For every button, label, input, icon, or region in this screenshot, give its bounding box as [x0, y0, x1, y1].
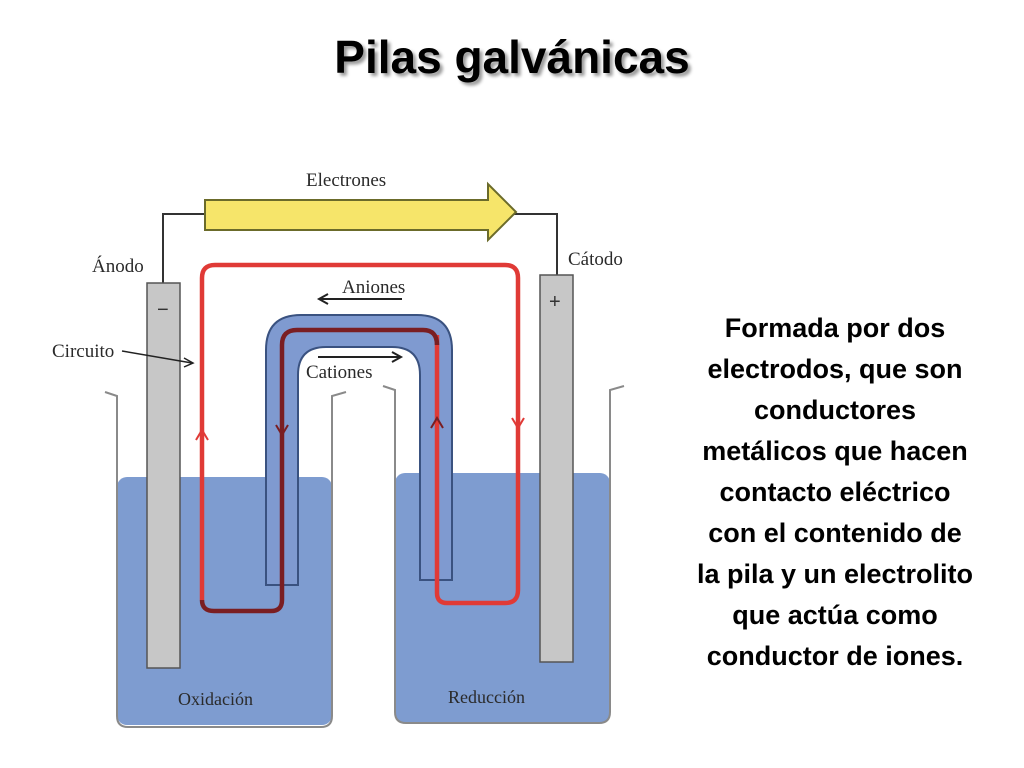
cathode-label: Cátodo: [568, 249, 623, 270]
description-line: conductor de iones.: [706, 641, 964, 671]
description-line: metálicos que hacen: [702, 436, 968, 466]
description-line: con el contenido de: [708, 518, 962, 548]
oxidation-label: Oxidación: [178, 689, 253, 709]
description-line: la pila y un electrolito: [696, 559, 974, 589]
cathode-electrode: +: [539, 274, 574, 663]
description-line: que actúa como: [732, 600, 938, 630]
description-line: contacto eléctrico: [719, 477, 951, 507]
description-line: Formada por dos: [724, 313, 946, 343]
charge-circuit-dark: [199, 327, 440, 614]
anions-label: Aniones: [342, 277, 405, 298]
cations-label: Cationes: [306, 362, 373, 383]
up-chevron-bridge: [430, 416, 444, 429]
minus-sign: −: [157, 299, 169, 321]
salt-bridge: [265, 314, 453, 586]
description-text: Formada por dos electrodos, que son cond…: [655, 308, 1015, 677]
charge-circuit-red: [199, 262, 521, 606]
circuit-label: Circuito: [52, 341, 114, 362]
left-beaker: [104, 391, 347, 728]
electrons-label: Electrones: [306, 170, 386, 191]
anode-electrode: −: [146, 282, 181, 669]
plus-sign: +: [549, 291, 561, 313]
up-chevron-left: [195, 428, 209, 441]
down-chevron-bridge: [275, 424, 289, 437]
reduction-label: Reducción: [448, 687, 525, 707]
description-line: electrodos, que son: [707, 354, 963, 384]
page-title: Pilas galvánicas: [334, 31, 690, 83]
description-line: conductores: [753, 395, 917, 425]
electron-flow-arrow: [204, 181, 518, 243]
down-chevron-right: [511, 417, 525, 430]
anode-label: Ánodo: [92, 255, 144, 277]
circuit-pointer: [121, 350, 193, 364]
